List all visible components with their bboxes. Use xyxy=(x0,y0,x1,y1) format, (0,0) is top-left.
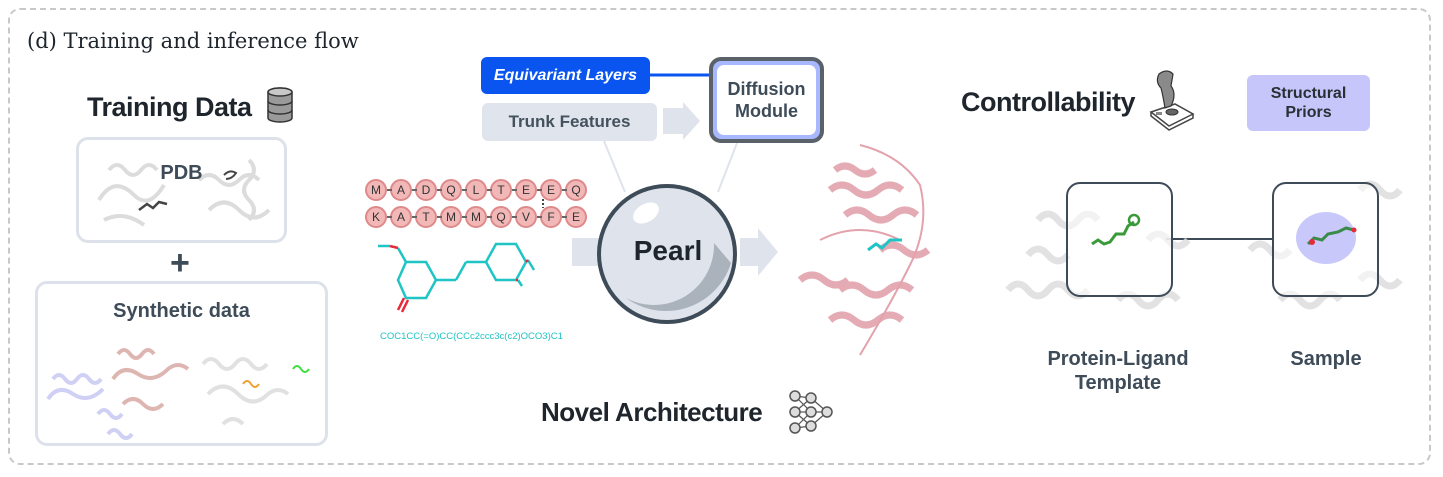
training-data-heading: Training Data xyxy=(87,92,252,122)
residue: L xyxy=(462,179,487,201)
controllability-heading: Controllability xyxy=(961,87,1136,117)
residue: E xyxy=(537,179,562,201)
protein-structure-graphic xyxy=(97,158,271,227)
residue: Q xyxy=(562,179,587,201)
priors-line1: Structural xyxy=(1270,85,1347,102)
panel-title: (d) Training and inference flow xyxy=(27,29,359,53)
residue: Q xyxy=(437,179,462,201)
equivariant-layers-block: Equivariant Layers xyxy=(481,57,650,94)
residue: E xyxy=(512,179,537,201)
residue: E xyxy=(562,206,587,228)
ligand-molecule-graphic xyxy=(378,242,536,313)
sample-ligand-with-surface xyxy=(1296,212,1357,264)
trunk-arrow xyxy=(663,102,700,140)
residue: T xyxy=(412,206,437,228)
pearl-to-trunk-line xyxy=(603,140,626,193)
diffusion-label-line1: Diffusion xyxy=(727,79,806,99)
template-frame xyxy=(1066,182,1173,297)
sample-label: Sample xyxy=(1290,348,1362,370)
structural-priors-block: Structural Priors xyxy=(1247,75,1370,131)
synthetic-data-label: Synthetic data xyxy=(113,300,250,322)
residue: T xyxy=(487,179,512,201)
priors-line2: Priors xyxy=(1285,104,1332,121)
plus-sign: + xyxy=(170,244,190,282)
synthetic-structures-graphic xyxy=(46,348,310,440)
pearl-sphere xyxy=(597,184,737,324)
sequence-row-2: K A T M M Q V F E xyxy=(365,206,587,228)
sequence-row-1: M A D Q L T E E Q xyxy=(365,179,587,201)
panel-frame xyxy=(8,8,1431,465)
diffusion-module-block: Diffusion Module xyxy=(709,57,824,143)
trunk-features-block: Trunk Features xyxy=(482,103,657,141)
pearl-to-diffusion-line xyxy=(717,142,738,193)
residue: V xyxy=(512,206,537,228)
residue: F xyxy=(537,206,562,228)
template-ligand xyxy=(1091,213,1141,246)
novel-architecture-heading: Novel Architecture xyxy=(541,397,763,427)
residue: M xyxy=(365,179,387,201)
database-icon xyxy=(267,87,293,123)
pdb-box: PDB xyxy=(76,137,287,243)
template-label-line1: Protein-Ligand xyxy=(1047,348,1189,370)
pdb-label: PDB xyxy=(160,162,203,184)
residue: A xyxy=(387,206,412,228)
residue: M xyxy=(437,206,462,228)
residue: Q xyxy=(487,206,512,228)
synthetic-data-box: Synthetic data xyxy=(35,281,328,446)
sequence-turn-link xyxy=(542,199,544,208)
residue: D xyxy=(412,179,437,201)
smiles-string: COC1CC(=O)CC(CCc2ccc3c(c2)OCO3)C1 xyxy=(380,331,563,342)
pearl-model-label: Pearl xyxy=(633,235,703,266)
output-arrow xyxy=(740,228,778,276)
residue: A xyxy=(387,179,412,201)
joystick-icon xyxy=(1149,70,1195,131)
diffusion-label-line2: Module xyxy=(735,101,798,121)
neural-network-icon xyxy=(789,390,833,434)
sample-frame xyxy=(1272,182,1379,297)
predicted-structure-graphic xyxy=(797,144,931,356)
template-label-line2: Template xyxy=(1074,372,1162,394)
residue: M xyxy=(462,206,487,228)
residue: K xyxy=(365,206,387,228)
template-label: Protein-Ligand Template xyxy=(1028,347,1208,395)
